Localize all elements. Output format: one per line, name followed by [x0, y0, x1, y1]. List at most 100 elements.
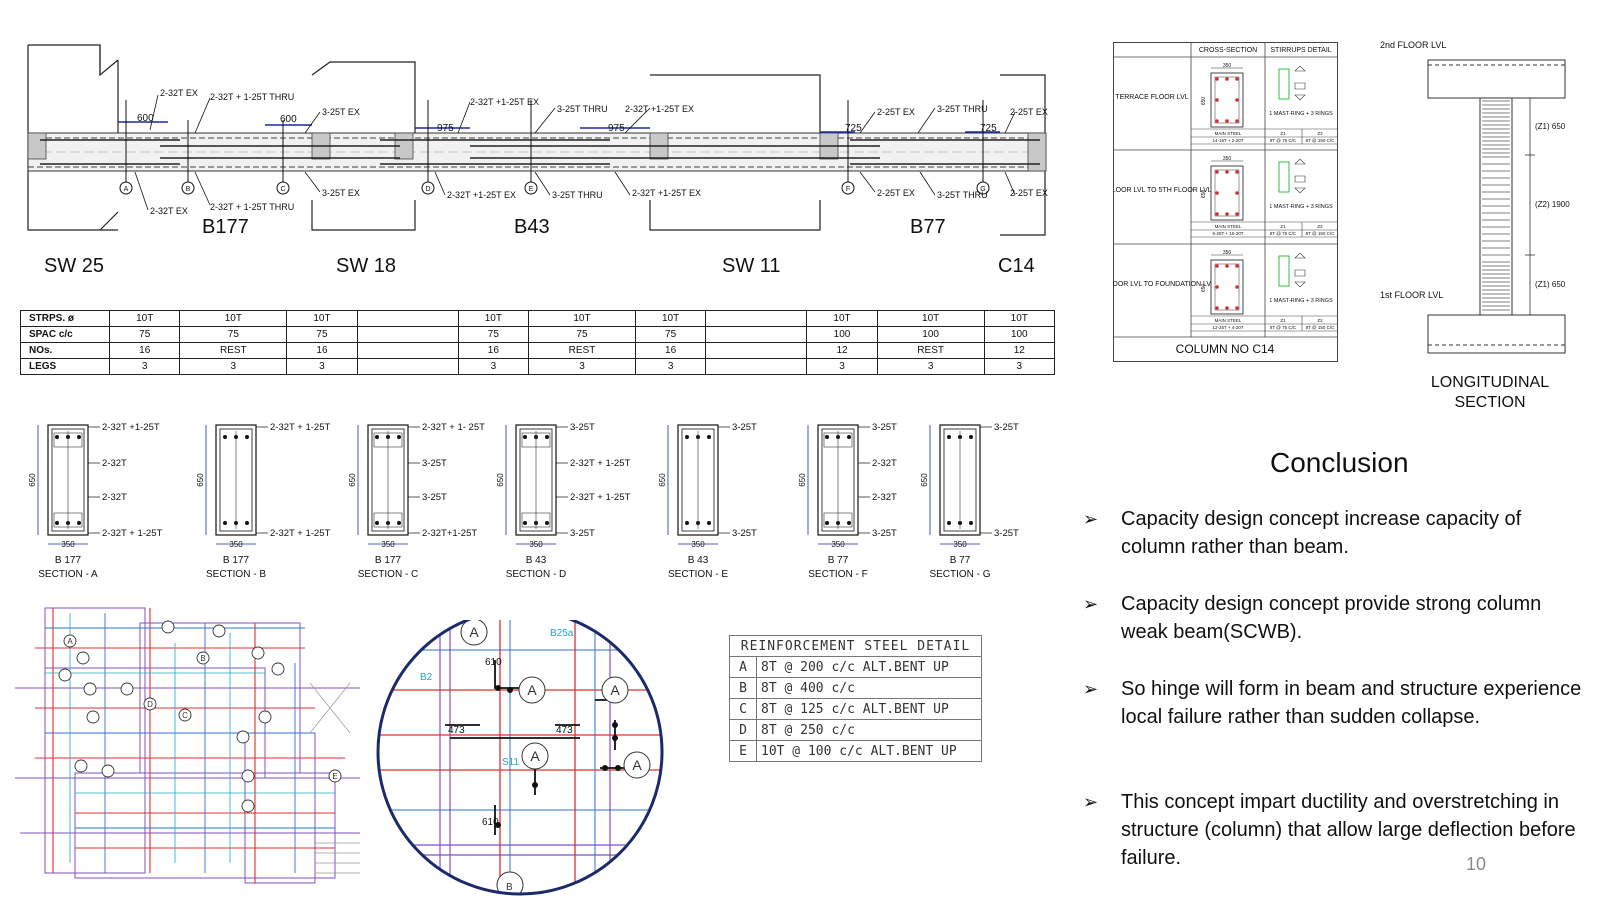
beam-label: B177: [202, 216, 249, 238]
column-stirrup-text: 1 MAST-RING + 3 RINGS: [1269, 204, 1333, 210]
bottom-callout: 2-32T EX: [150, 206, 188, 216]
rsd-key: B: [729, 677, 757, 699]
stirrup-cell: 16: [457, 342, 530, 359]
section-bar-label: 2-32T + 1-25T: [570, 458, 630, 469]
column-z1: 8T @ 75 C/C: [1270, 231, 1297, 236]
bottom-level-label: 1st FLOOR LVL: [1380, 290, 1443, 300]
section-beam-label: B 43: [526, 555, 547, 566]
stirrup-cell: 10T: [876, 310, 985, 327]
stirrup-gap: [705, 326, 808, 343]
stirrup-cell: 10T: [286, 310, 358, 327]
section-width-dim: 350: [953, 540, 967, 549]
column-z2: 8T @ 150 C/C: [1306, 325, 1335, 330]
section-bar-label: 2-32T + 1-25T: [270, 528, 330, 539]
plan-mark-label: C: [182, 711, 188, 720]
beam-elevation-drawing: 600 600 975 975 725 725 A B C D E F G: [27, 44, 1048, 277]
stirrup-cell: 12: [983, 342, 1056, 359]
rsd-value: 8T @ 200 c/c ALT.BENT UP: [756, 656, 982, 678]
stirrup-cell: 10T: [806, 310, 878, 327]
section-mark-label: B: [186, 186, 191, 193]
conclusion-bullet-text: This concept impart ductility and overst…: [1121, 791, 1576, 869]
section-cut-lines: [125, 100, 984, 185]
conclusion-bullet: ➢ This concept impart ductility and overs…: [1083, 788, 1588, 872]
rsd-key: E: [729, 740, 757, 762]
section-bar-label: 3-25T: [422, 492, 447, 503]
section-width-dim: 350: [529, 540, 543, 549]
plan-zoom-detail: A A A A A B25a B2 610 473 473 S11 610 B: [376, 620, 664, 896]
top-callout: 3-25T THRU: [557, 104, 608, 114]
column-level-label: 8TH FLOOR LVL TO 5TH FLOOR LVL: [1113, 187, 1212, 194]
conclusion-bullet: ➢So hinge will form in beam and structur…: [1083, 675, 1588, 731]
zoom-label: 610: [485, 657, 502, 668]
stirrup-cell: 16: [634, 342, 707, 359]
stirrup-cell: REST: [528, 342, 636, 359]
zoom-label: 473: [448, 725, 465, 736]
section-name: SECTION - G: [929, 569, 990, 580]
column-header: STIRRUPS DETAIL: [1270, 47, 1331, 54]
top-callout: 3-25T THRU: [937, 104, 988, 114]
zoom-mark-label: A: [530, 748, 540, 764]
bullet-arrow-icon: ➢: [1083, 509, 1099, 529]
section-mark-label: D: [425, 186, 430, 193]
column-z1: 8T @ 75 C/C: [1270, 325, 1297, 330]
section-width-dim: 350: [229, 540, 243, 549]
longitudinal-section: 2nd FLOOR LVL 1st FLOOR LVL (Z1) 650 (Z2…: [1380, 40, 1570, 411]
zoom-mark-label: A: [527, 682, 537, 698]
column-depth-dim: 650: [1201, 190, 1207, 199]
stirrup-row-label: SPAC c/c: [20, 326, 110, 343]
conclusion-title: Conclusion: [1270, 447, 1409, 478]
bullet-arrow-icon: ➢: [1083, 792, 1099, 812]
support-label: SW 11: [722, 255, 781, 277]
bottom-callout: 2-25T EX: [1010, 188, 1048, 198]
column-stirrup-text: 1 MAST-RING + 3 RINGS: [1269, 298, 1333, 304]
zoom-mark-label: A: [469, 624, 479, 640]
stirrup-cell: 16: [286, 342, 358, 359]
stirrup-ticks: [1482, 100, 1510, 311]
zoom-label: 473: [556, 725, 573, 736]
stirrup-cell: 10T: [528, 310, 636, 327]
section-markers: [119, 181, 990, 195]
plan-stair: [309, 682, 360, 874]
conclusion-bullet-text: Capacity design concept increase capacit…: [1121, 508, 1522, 558]
section-beam-label: B 77: [828, 555, 849, 566]
stirrup-cell: 10T: [983, 310, 1056, 327]
rsd-value: 8T @ 400 c/c: [756, 677, 982, 699]
section-mark-label: C: [280, 186, 285, 193]
column-z2: 8T @ 150 C/C: [1306, 231, 1335, 236]
stirrup-cell: 75: [528, 326, 636, 343]
stirrup-cell: 100: [983, 326, 1056, 343]
section-bar-label: 3-25T: [872, 528, 897, 539]
rsd-key: A: [729, 656, 757, 678]
top-callout: 2-25T EX: [1010, 107, 1048, 117]
section-bar-label: 2-32T: [102, 492, 127, 503]
zoom-label: 610: [482, 817, 499, 828]
column-z2: 8T @ 150 C/C: [1306, 138, 1335, 143]
stirrup-cell: 3: [286, 358, 358, 375]
conclusion-bullet: ➢Capacity design concept provide strong …: [1083, 590, 1588, 646]
bullet-arrow-icon: ➢: [1083, 679, 1099, 699]
stirrup-cell: 10T: [634, 310, 707, 327]
stirrup-cell: 75: [286, 326, 358, 343]
section-beam-label: B 177: [223, 555, 250, 566]
support-label: SW 18: [336, 255, 396, 277]
stirrup-cell: 10T: [108, 310, 181, 327]
dim-label: 600: [280, 114, 297, 125]
section-bar-label: 3-25T: [732, 528, 757, 539]
stirrup-cell: 10T: [179, 310, 288, 327]
plan-red-lines: [35, 608, 345, 883]
support-outlines: [27, 44, 1046, 236]
section-mark-label: E: [529, 186, 534, 193]
section-beam-label: B 43: [688, 555, 709, 566]
section-bar-label: 3-25T: [994, 528, 1019, 539]
rebar-lines: [40, 139, 1040, 165]
bottom-callout: 2-32T +1-25T EX: [632, 188, 701, 198]
column-depth-dim: 650: [1201, 97, 1207, 106]
column-sub-header: Z1: [1280, 224, 1286, 229]
